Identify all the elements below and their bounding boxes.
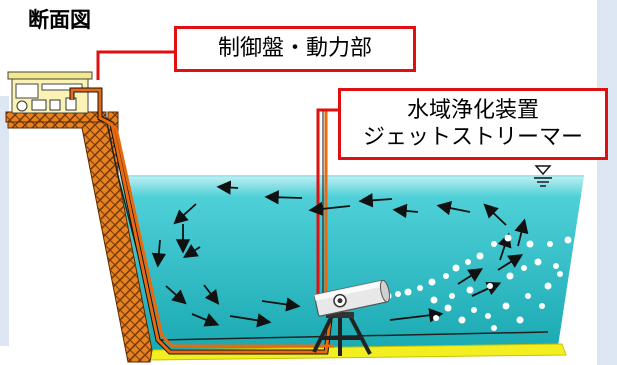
control-panel-callout: 制御盤・動力部 xyxy=(174,26,416,72)
device-callout-leader xyxy=(316,108,342,306)
bubble-icon xyxy=(384,234,572,331)
flow-arrow-icon xyxy=(151,180,529,328)
control-panel-label: 制御盤・動力部 xyxy=(217,36,372,62)
right-side-panel xyxy=(597,0,617,365)
control-panel-icon xyxy=(7,71,93,114)
power-cable-2 xyxy=(103,118,334,348)
device-label-line2: ジェットストリーマー xyxy=(362,125,583,150)
control-callout-leader xyxy=(96,50,178,80)
jet-streamer-device xyxy=(312,279,390,356)
water-level-icon xyxy=(534,165,552,187)
device-callout: 水域浄化装置 ジェットストリーマー xyxy=(338,88,608,160)
embankment-wall xyxy=(7,111,153,363)
water-body xyxy=(118,176,584,350)
device-label-line1: 水域浄化装置 xyxy=(406,97,539,123)
left-side-panel xyxy=(0,96,9,346)
diagram-title: 断面図 xyxy=(28,8,91,32)
